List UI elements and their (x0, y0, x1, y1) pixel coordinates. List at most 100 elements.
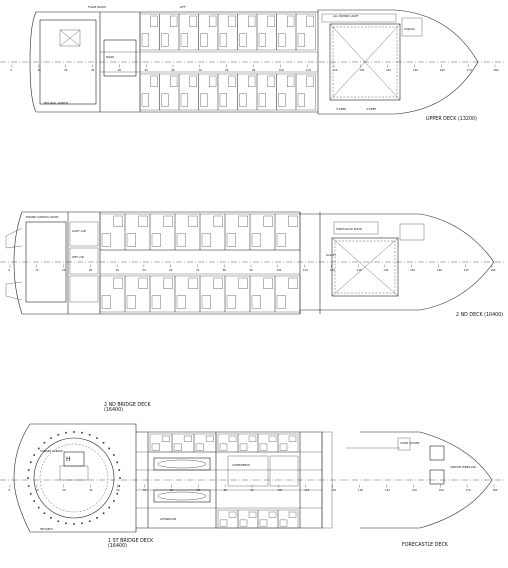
upper-frame-label: 120 (333, 68, 338, 72)
second-deck-port-wc (163, 215, 173, 227)
upper-deck-starboard-wc (150, 75, 158, 87)
second-deck-port-cabin (174, 213, 201, 251)
second-forecastle-room (333, 221, 379, 235)
upper-deck-port-wc (287, 15, 295, 27)
helideck-rail-post (116, 492, 119, 495)
second-deck-starboard-cabin (149, 275, 176, 313)
bridge-frame-label: 60 (170, 488, 174, 492)
second-frame-label: 130 (357, 268, 362, 272)
helideck-rail-post (81, 431, 83, 434)
second-deck-port-wc (238, 215, 248, 227)
upper-deck-starboard-bunk (200, 93, 208, 107)
second-frame-label: 160 (437, 268, 442, 272)
helideck-rail-post (27, 485, 30, 487)
upper-deck-starboard-wc (248, 75, 256, 87)
upper-deep-tag: 4 DEEP (366, 107, 376, 111)
first-bridge-deck-caption: 1 ST BRIDGE DECK (16400) (108, 539, 154, 549)
upper-deck-starboard-cabin (178, 73, 199, 111)
second-wet-lab (69, 247, 99, 275)
second-deck-port-bunk (126, 233, 136, 247)
upper-frame-label: 130 (359, 68, 364, 72)
upper-cargo-tag: CARGO (404, 27, 416, 31)
second-deck-port-cabin (224, 213, 251, 251)
bridge2-cabin-bunk (239, 443, 248, 451)
second-deck-port-cabin (274, 213, 301, 251)
helideck-rail-post (37, 506, 40, 509)
helideck-rail-post (119, 477, 121, 479)
upper-deck-port-bunk (141, 33, 149, 47)
upper-frame-label: 60 (172, 68, 176, 72)
bridge1-cabin-wc (288, 511, 297, 518)
bridge2-cabin-cabin (171, 433, 195, 453)
bridge1-cabin-cabin (257, 509, 279, 529)
hangar-door (59, 465, 89, 481)
upper-deck-port-cabin (159, 13, 180, 51)
upper-deck-port-cabin (217, 13, 238, 51)
upper-deck-starboard-cabin (295, 73, 316, 111)
helideck-rail-post (57, 520, 60, 523)
forecastle-outline (360, 431, 493, 529)
helideck-rail-post (33, 500, 35, 502)
upper-deck-starboard-cabin (139, 73, 160, 111)
upper-frame-label: 110 (306, 68, 311, 72)
second-frame-label: 50 (142, 268, 146, 272)
bridge-frame-label: 130 (358, 488, 363, 492)
helideck-rail-post (96, 437, 98, 439)
second-deck-hull (13, 211, 495, 315)
upper-cargo-hatch-inner (332, 26, 398, 98)
second-deck-port-bunk (151, 233, 161, 247)
upper-deck-starboard-bunk (297, 93, 305, 107)
bridge2-cabin-wc (268, 435, 277, 442)
second-galley-tag: GALLEY (326, 253, 336, 257)
second-deck-port-cabin (99, 213, 126, 251)
second-deck-starboard-wc (188, 277, 198, 289)
bridge-frame-label: 40 (116, 488, 120, 492)
second-deck-port-cabin (149, 213, 176, 251)
second-davit-port (5, 227, 23, 249)
second-deck-starboard-cabin (224, 275, 251, 313)
helideck-rail-post (102, 512, 105, 515)
second-frame-label: 60 (169, 268, 173, 272)
second-frame-label: 110 (303, 268, 308, 272)
upper-deep-tag: 3 DEEP (336, 107, 346, 111)
anchor-windlass (429, 469, 445, 485)
helideck-rail-post (57, 433, 60, 436)
second-deck-starboard-cabin (274, 275, 301, 313)
upper-rail (321, 13, 397, 23)
helideck-rail-post (65, 431, 67, 434)
bridge2-cabin-wc (248, 435, 257, 442)
upper-deck-port-cabin (256, 13, 277, 51)
upper-deck-starboard-cabin (217, 73, 238, 111)
upper-aft-machinery (39, 19, 97, 105)
upper-frame-label: 150 (413, 68, 418, 72)
upper-deck-port-cabin (139, 13, 160, 51)
second-deck-starboard-bunk (126, 295, 136, 309)
upper-deck-port-wc (170, 15, 178, 27)
second-frame-label: 0 (9, 268, 11, 272)
lifeboat-hull (157, 459, 207, 469)
bridge2-cabin-bunk (219, 443, 228, 451)
second-cargo-hatch-inner (334, 240, 396, 294)
upper-deck-hull (29, 9, 479, 115)
second-deck-port-wc (138, 215, 148, 227)
upper-deck-starboard-wc (189, 75, 197, 87)
upper-deck-port-wc (209, 15, 217, 27)
upper-frame-label: 180 (494, 68, 499, 72)
helideck-rail-post (65, 522, 67, 525)
upper-deck-starboard-cabin (198, 73, 219, 111)
upper-deck-starboard-wc (306, 75, 314, 87)
upper-cargo-hatch-diag-b (329, 23, 401, 101)
bridge1-cabin-wc (228, 511, 237, 518)
second-frame-label: 30 (89, 268, 93, 272)
second-deck-port-bunk (201, 233, 211, 247)
bridge-frame-label: 80 (224, 488, 228, 492)
second-deck-port-bunk (226, 233, 236, 247)
upper-deck-starboard-cabin (256, 73, 277, 111)
helideck-rail-post (37, 447, 40, 450)
upper-deck-port-wc (306, 15, 314, 27)
helideck-rail-post (113, 454, 115, 456)
upper-deck-starboard-bunk (141, 93, 149, 107)
second-deck-port-bunk (251, 233, 261, 247)
upper-deck-starboard-bunk (278, 93, 286, 107)
